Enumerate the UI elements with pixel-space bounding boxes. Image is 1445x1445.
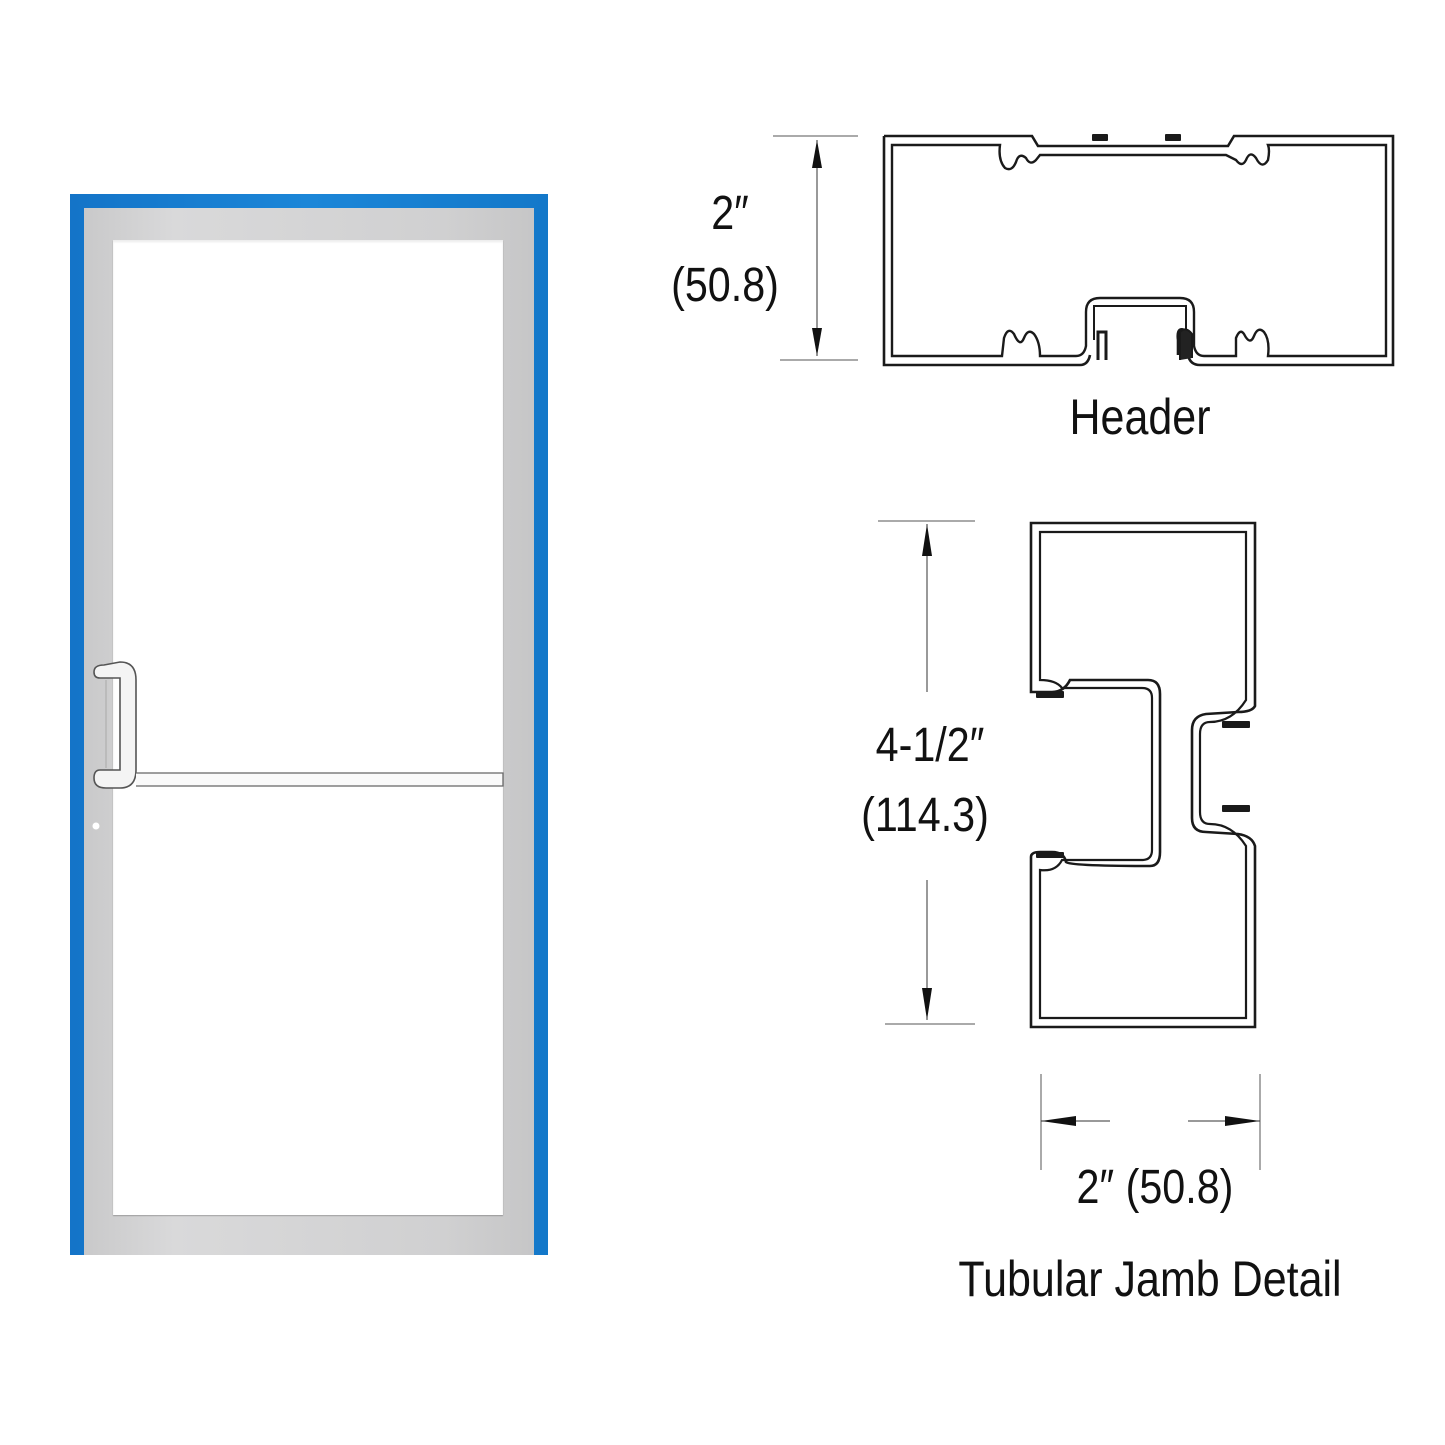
- gasket-icon: [1092, 134, 1108, 141]
- jamb-title: Tubular Jamb Detail: [958, 1251, 1342, 1307]
- arrow-up-icon: [812, 140, 822, 168]
- arrow-down-icon: [812, 328, 822, 356]
- jamb-width-label: 2″ (50.8): [1076, 1161, 1234, 1214]
- jamb-height-mm: (114.3): [861, 789, 989, 842]
- header-title: Header: [1069, 389, 1211, 445]
- gasket-icon: [1165, 134, 1181, 141]
- lock-cylinder-icon: [91, 821, 101, 831]
- arrow-down-icon: [922, 988, 932, 1020]
- pull-handle-icon: [93, 661, 137, 789]
- arrow-right-icon: [1225, 1116, 1260, 1126]
- push-bar-icon: [136, 772, 504, 787]
- arrow-left-icon: [1041, 1116, 1076, 1126]
- door-glass: [113, 240, 503, 1215]
- jamb-height-inches: 4-1/2″: [875, 719, 985, 772]
- header-dim-mm: (50.8): [671, 259, 779, 312]
- header-dim-inches: 2″: [711, 187, 749, 240]
- arrow-up-icon: [922, 524, 932, 556]
